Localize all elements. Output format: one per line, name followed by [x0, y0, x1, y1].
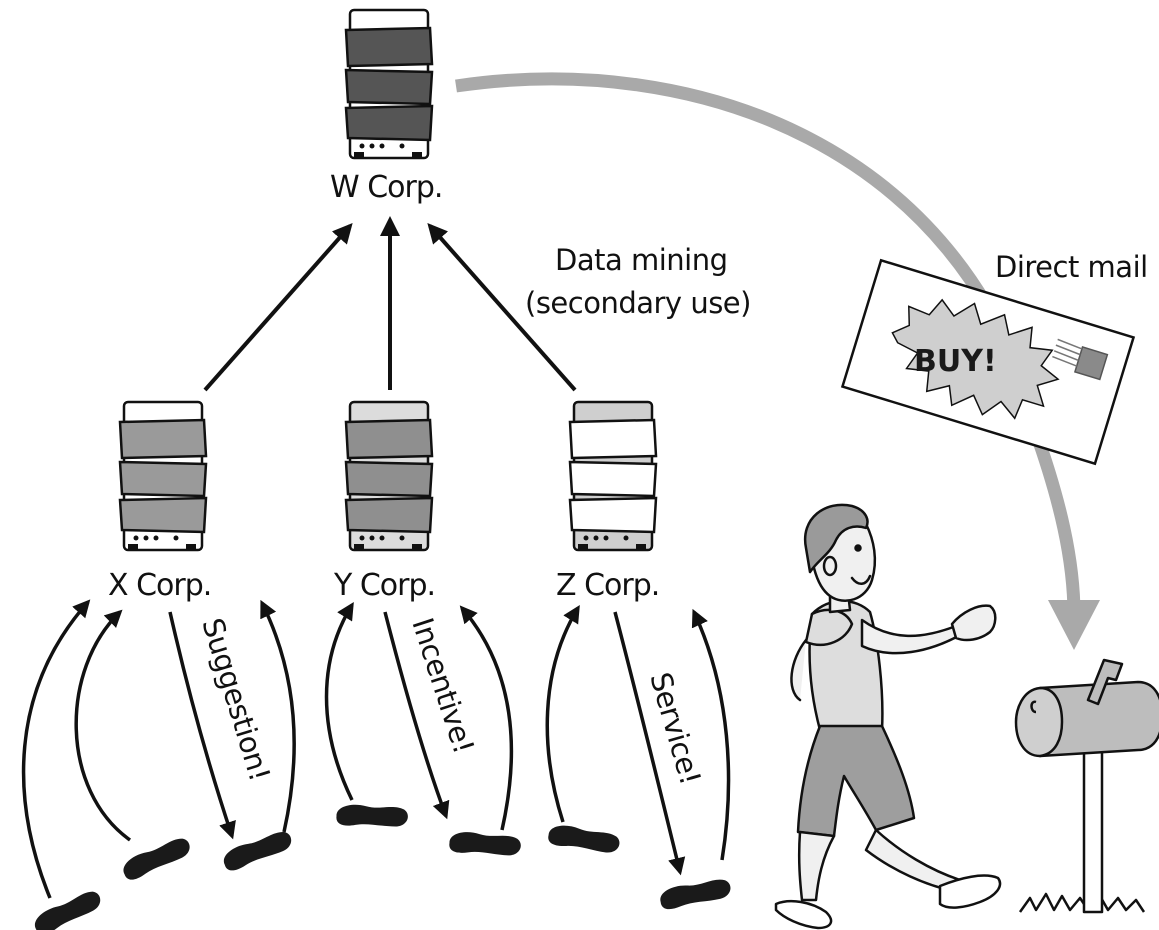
- envelope-icon: [840, 258, 1136, 466]
- server-w: W Corp.: [330, 8, 443, 205]
- hair: [803, 503, 869, 574]
- service-label: Service!: [643, 669, 707, 789]
- server-y: Y Corp.: [333, 400, 436, 603]
- y-corp-label: Y Corp.: [333, 568, 435, 603]
- server-x: X Corp.: [108, 400, 212, 603]
- behavior-arrows: [21, 599, 731, 899]
- footprint-icon: [447, 826, 523, 864]
- server-icon: [344, 400, 434, 552]
- footprint-icon: [30, 888, 106, 930]
- person-illustration: [774, 503, 1002, 930]
- footprints: [30, 799, 732, 930]
- arrow-foot6-to-z: [545, 605, 580, 823]
- mailbox-body: [1038, 680, 1159, 758]
- arrow-z-to-foot7: [613, 611, 686, 876]
- burst-shape: [891, 298, 1060, 420]
- x-corp-label: X Corp.: [108, 568, 211, 603]
- incentive-label: Incentive!: [405, 614, 481, 758]
- data-mining-arrows: [203, 216, 577, 392]
- secondary-use-label: (secondary use): [525, 286, 751, 320]
- mailbox-door: [1014, 686, 1064, 758]
- data-mining-label: Data mining: [555, 243, 728, 277]
- footprint-icon: [546, 818, 622, 862]
- footprint-icon: [335, 799, 409, 834]
- arrow-z-to-w: [427, 223, 577, 392]
- server-icon: [344, 8, 434, 160]
- stamp-icon: [1052, 338, 1109, 381]
- mailbox-icon: [1014, 658, 1159, 914]
- direct-mail-label: Direct mail: [995, 250, 1148, 284]
- direct-mail-arrowhead: [1048, 600, 1100, 650]
- hand: [950, 604, 997, 642]
- arrow-foot2-to-x: [74, 609, 132, 842]
- w-corp-label: W Corp.: [330, 170, 442, 205]
- server-z: Z Corp.: [556, 400, 660, 603]
- footprint-icon: [119, 836, 195, 882]
- arrow-x-to-foot3: [168, 611, 236, 840]
- server-icon: [118, 400, 208, 552]
- mailbox-flag: [1086, 658, 1124, 706]
- right-shoe: [938, 874, 1002, 909]
- server-icon: [568, 400, 658, 552]
- shorts: [796, 724, 916, 838]
- arrow-y-to-foot5: [383, 611, 450, 820]
- grass: [1018, 892, 1146, 913]
- arrow-foot5-to-y: [459, 605, 514, 831]
- left-shoe: [774, 900, 833, 930]
- arrow-foot4-to-y: [324, 602, 354, 801]
- post: [1082, 746, 1104, 914]
- arrow-foot1-to-x: [21, 599, 91, 899]
- arrow-foot3-to-x: [260, 599, 296, 833]
- buy-text: BUY!: [914, 344, 997, 379]
- arrow-x-to-w: [203, 223, 353, 392]
- footprint-icon: [658, 878, 732, 910]
- arrow-foot7-to-z: [691, 608, 731, 861]
- z-corp-label: Z Corp.: [556, 568, 659, 603]
